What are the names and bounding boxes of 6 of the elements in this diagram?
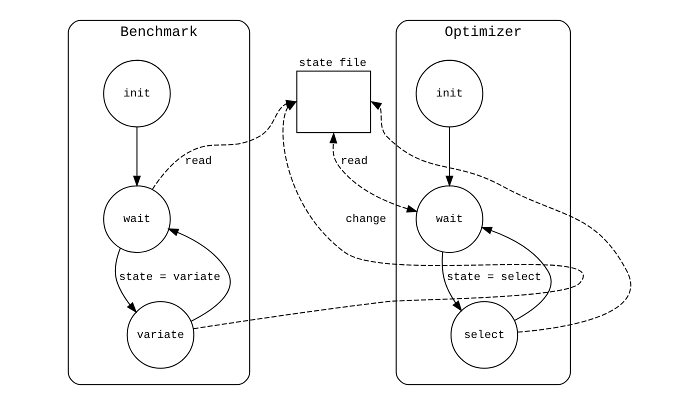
- edge-label: read: [340, 156, 368, 168]
- edge-label: state = select: [446, 272, 542, 284]
- edge-label: change: [346, 214, 386, 226]
- node-label: state file: [298, 58, 366, 70]
- edge-label: read: [184, 156, 212, 168]
- edge-label: state = variate: [119, 272, 220, 284]
